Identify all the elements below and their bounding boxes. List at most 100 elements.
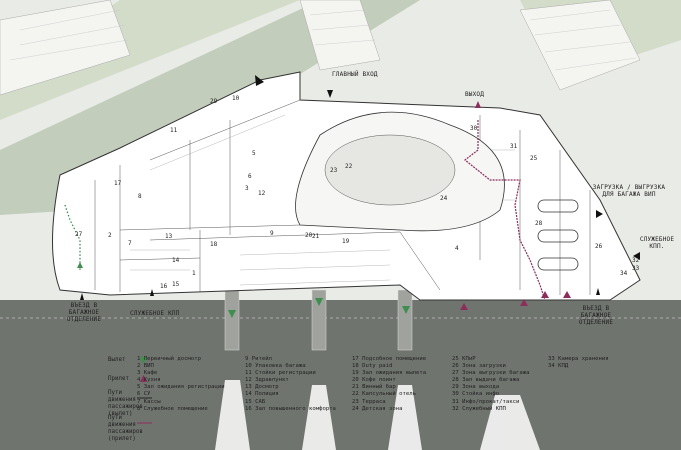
baggage-carousel [537,257,579,271]
legend-departure-icon [140,357,147,364]
plan-number: 9 [270,230,274,237]
room-legend-item: 17 Подсобное помещение [352,356,427,362]
aircraft [302,385,336,450]
room-legend-item: 18 Duty paid [352,363,393,370]
room-legend-item: 29 Зона выхода [452,384,500,391]
plan-number: 33 [632,265,640,272]
plan-number: 30 [470,125,478,132]
plan-number: 31 [510,143,518,150]
plan-number: 19 [342,238,350,245]
room-legend-item: 26 Зона загрузки [452,363,506,370]
room-legend-item: 27 Зона выгрузки багажа [452,370,530,377]
room-legend-item: 1 Первичный досмотр [137,356,201,362]
aircraft [480,395,540,450]
plan-number: 5 [252,150,256,157]
room-legend-item: 7 Кассы [137,398,161,405]
room-legend-col-5: 33 Камера хранения 34 КПД [548,356,609,370]
service-kpp-arrow-right [633,252,640,260]
plan-number: 15 [172,281,180,288]
room-legend-col-3: 17 Подсобное помещение 18 Duty paid 19 З… [352,356,426,413]
room-legend-item: 34 КПД [548,363,569,370]
plan-number: 24 [440,195,448,202]
plan-number: 8 [138,193,142,200]
baggage-in-right-label: ВЪЕЗД В БАГАЖНОЕ ОТДЕЛЕНИЕ [578,305,614,326]
atrium-void [324,134,456,206]
plan-number: 26 [595,243,603,250]
plan-number: 17 [114,180,122,187]
baggage-in-arrow-left [80,293,84,300]
room-legend-item: 31 Инфо/прокат/такси [452,398,520,405]
baggage-carousel [537,199,579,213]
plan-number: 29 [210,98,218,105]
room-legend-item: 28 Зал выдачи багажа [452,377,520,384]
room-legend-item: 32 Служебный КПП [452,405,506,412]
departure-arrow [402,306,410,314]
exit-label: ВЫХОД [465,91,485,98]
departure-arrow [77,262,83,268]
plan-number: 16 [160,283,168,290]
parking-block-top [299,0,381,71]
room-legend-item: 20 Кофе поинт [352,377,396,384]
arrival-path [464,120,546,301]
room-legend-item: 22 Капсульный отель [352,391,416,398]
plan-number: 12 [258,190,266,197]
plan-number: 27 [75,231,83,238]
arrival-arrow [460,303,468,310]
room-legend-item: 10 Упаковка багажа [245,363,306,370]
arrival-arrow [520,299,528,306]
arrival-arrow [563,291,571,298]
departure-path [64,204,81,270]
plan-number: 14 [172,257,180,264]
baggage-in-left-label: ВЪЕЗД В БАГАЖНОЕ ОТДЕЛЕНИЕ [66,302,102,323]
room-legend-item: 14 Полиция [245,391,279,398]
room-legend-item: 21 Винный бар [352,384,396,391]
legend-departure: Вылет [108,357,126,363]
legend-paths-departure: Пути движения пассажиров (вылет) [108,390,143,417]
room-legend-item: 16 Зал повышенного комфорта [245,405,336,412]
room-legend-item: 13 Досмотр [245,384,279,391]
parking-block-left [0,0,131,96]
plan-number: 13 [165,233,173,240]
plan-number: 28 [535,220,543,227]
jet-bridge [311,289,327,351]
plan-number: 23 [330,167,338,174]
plan-number: 32 [632,257,640,264]
legend-arrival: Прилет [108,376,129,382]
aircraft [388,385,422,450]
entrance-arrow [327,90,333,98]
plan-number: 34 [620,270,628,277]
plan-number: 20 [305,232,313,239]
room-legend-item: 33 Камера хранения [548,356,609,362]
exit-arrow [475,101,481,108]
room-legend-col-1: 1 Первичный досмотр 2 ВИП 3 Кафе 4 Кухня… [137,356,225,413]
plan-number: 25 [530,155,538,162]
plan-number: 2 [108,232,112,239]
room-legend-item: 12 Здравпункт [245,377,289,384]
plan-number: 7 [128,240,132,247]
baggage-carousel [537,229,579,243]
vip-loading-label: ЗАГРУЗКА / ВЫГРУЗКА ДЛЯ БАГАЖА ВИП [592,184,666,198]
room-legend-item: 25 КПиР [452,356,476,362]
room-legend-item: 9 Ритейл [245,356,272,362]
service-kpp-left-label: СЛУЖЕБНОЕ КПП [130,310,180,317]
main-entrance-arrow [255,75,264,86]
jet-bridge [397,289,413,351]
room-legend-col-2: 9 Ритейл 10 Упаковка багажа 11 Стойки ре… [245,356,336,413]
room-legend-item: 11 Стойки регистрации [245,370,316,377]
plan-number: 22 [345,163,353,170]
legend-arrival-icon [140,375,147,382]
room-legend-item: 4 Кухня [137,377,161,384]
jet-bridge [224,289,240,351]
baggage-in-arrow-right [596,288,600,295]
plan-number: 3 [245,185,249,192]
room-legend-item: 3 Кафе [137,370,158,377]
room-legend-item: 30 Стойка инфо [452,391,500,398]
main-entrance-label: ГЛАВНЫЙ ВХОД [332,71,378,78]
service-kpp-right-label: СЛУЖЕБНОЕ КПП. [639,236,675,250]
plan-number: 18 [210,241,218,248]
departure-arrow [315,298,323,306]
room-legend-item: 24 Детская зона [352,405,403,412]
plan-number: 21 [312,233,320,240]
plan-number: 6 [248,173,252,180]
